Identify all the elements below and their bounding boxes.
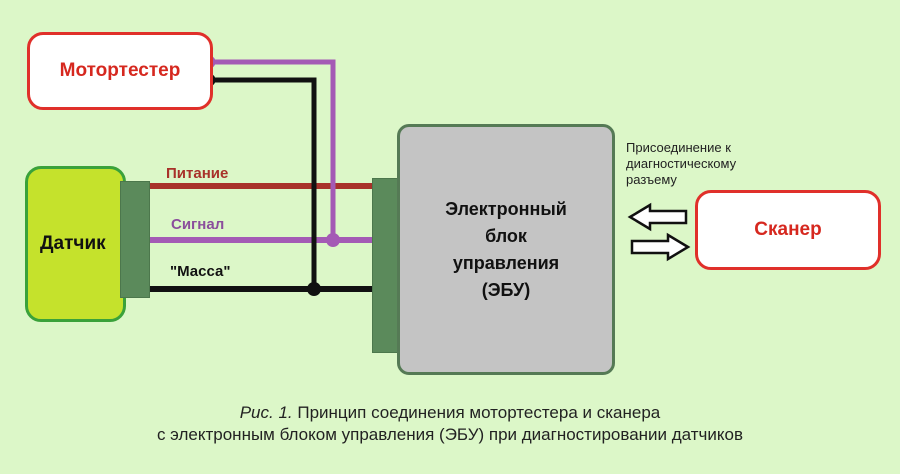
arrow-left-icon <box>627 202 688 232</box>
ecu-label-line-3: управления <box>452 252 560 273</box>
scanner-label: Сканер <box>754 219 822 240</box>
caption-line-1-text: Принцип соединения мотортестера и сканер… <box>297 403 661 422</box>
figure-caption: Рис. 1. Принцип соединения мотортестера … <box>0 402 900 446</box>
arrow-right-icon <box>630 232 691 262</box>
sensor-label: Датчик <box>40 233 106 254</box>
caption-line-1: Рис. 1. Принцип соединения мотортестера … <box>0 402 900 424</box>
caption-prefix: Рис. 1. <box>239 403 293 422</box>
ecu-label-line-2: блок <box>485 225 527 246</box>
ecu-label-line-4: (ЭБУ) <box>481 279 531 300</box>
ecu-box: Электронный блок управления (ЭБУ) <box>397 124 615 375</box>
sensor-box: Датчик <box>25 166 126 322</box>
tester-ground-wire <box>209 77 317 289</box>
motortester-box: Мотортестер <box>27 32 213 110</box>
power-wire-label: Питание <box>166 165 229 182</box>
tester-signal-wire <box>209 59 336 240</box>
motortester-label: Мотортестер <box>59 60 181 81</box>
ground-wire-label: "Масса" <box>170 263 231 280</box>
scanner-box: Сканер <box>695 190 881 270</box>
diagnostic-connector-note: Присоединение к диагностическому разъему <box>626 140 737 187</box>
signal-wire-label: Сигнал <box>171 216 225 233</box>
signal-junction-dot <box>326 233 340 247</box>
sensor-connector <box>120 181 150 298</box>
ground-junction-dot <box>307 282 321 296</box>
ecu-label-line-1: Электронный <box>445 198 567 219</box>
caption-line-2: с электронным блоком управления (ЭБУ) пр… <box>156 425 744 444</box>
